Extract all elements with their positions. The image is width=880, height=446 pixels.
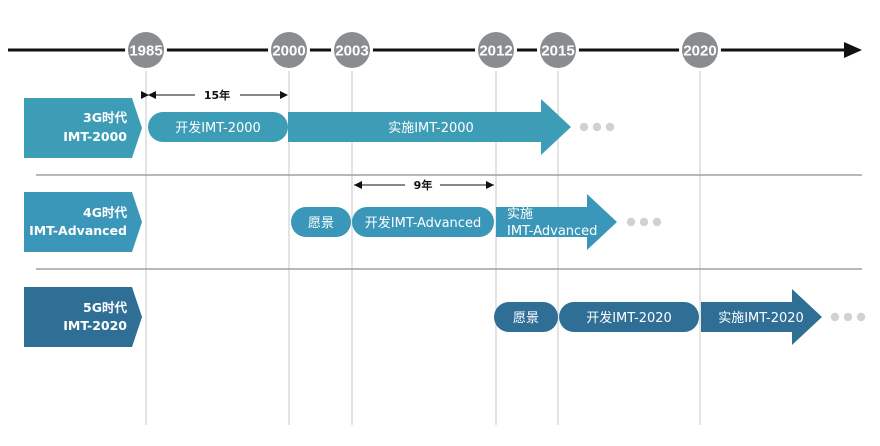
year-label-2003: 2003: [335, 43, 368, 60]
phase-develop-5g-label: 开发IMT-2020: [586, 310, 672, 326]
ellipsis-5g: [830, 312, 866, 322]
gen-3g-title: 3G时代: [83, 110, 127, 125]
phase-develop-4g-label: 开发IMT-Advanced: [365, 215, 481, 231]
ellipsis-3g: [579, 122, 615, 132]
gen-5g-standard: IMT-2020: [63, 318, 127, 333]
phase-develop-3g: [148, 112, 288, 142]
phase-develop-3g-label: 开发IMT-2000: [175, 120, 261, 136]
year-label-2015: 2015: [541, 43, 574, 60]
year-marker-2015: 2015: [537, 29, 579, 71]
phase-implement-4g-label-line1: 实施: [507, 207, 533, 222]
phase-vision-5g-label: 愿景: [513, 311, 539, 326]
row-5g: 5G时代 IMT-2020 愿景 开发IMT-2020 实施IMT-2020: [24, 287, 866, 347]
year-label-2020: 2020: [683, 43, 716, 60]
year-marker-2003: 2003: [331, 29, 373, 71]
gen-tab-5g: [24, 287, 142, 347]
year-label-2012: 2012: [479, 43, 512, 60]
gen-4g-title: 4G时代: [83, 205, 127, 220]
year-label-2000: 2000: [272, 43, 305, 60]
phase-develop-4g: [352, 207, 494, 237]
span-arrow-9yr: 9年: [354, 178, 494, 192]
year-marker-2000: 2000: [268, 29, 310, 71]
year-marker-2020: 2020: [679, 29, 721, 71]
gen-tab-3g: [24, 98, 142, 158]
gen-5g-title: 5G时代: [83, 300, 127, 315]
phase-implement-5g-arrow: [701, 289, 822, 345]
gen-3g-standard: IMT-2000: [63, 129, 127, 144]
phase-develop-5g: [559, 302, 699, 332]
span-arrow-15yr: 15年: [141, 88, 288, 102]
phase-implement-5g-label: 实施IMT-2020: [718, 311, 804, 326]
gen-4g-standard: IMT-Advanced: [29, 223, 127, 238]
row-4g: 4G时代 IMT-Advanced 9年 愿景 开发IMT-Advanced 实…: [24, 178, 662, 252]
phase-vision-4g-label: 愿景: [308, 216, 334, 231]
phase-implement-3g-arrow: [288, 99, 571, 155]
span-label-15yr: 15年: [204, 88, 230, 102]
row-3g: 3G时代 IMT-2000 15年 开发IMT-2000 实施IMT-2000: [24, 88, 615, 158]
phase-implement-4g-arrow: [496, 194, 617, 250]
year-label-1985: 1985: [129, 43, 162, 60]
phase-vision-5g: [494, 302, 558, 332]
year-marker-2012: 2012: [475, 29, 517, 71]
phase-implement-3g-label: 实施IMT-2000: [388, 121, 474, 136]
timeline-arrowhead: [844, 42, 862, 58]
year-marker-1985: 1985: [125, 29, 167, 71]
span-label-9yr: 9年: [414, 178, 433, 192]
gen-tab-4g: [24, 192, 142, 252]
phase-vision-4g: [291, 207, 351, 237]
phase-implement-4g-label-line2: IMT-Advanced: [507, 224, 597, 239]
ellipsis-4g: [626, 217, 662, 227]
